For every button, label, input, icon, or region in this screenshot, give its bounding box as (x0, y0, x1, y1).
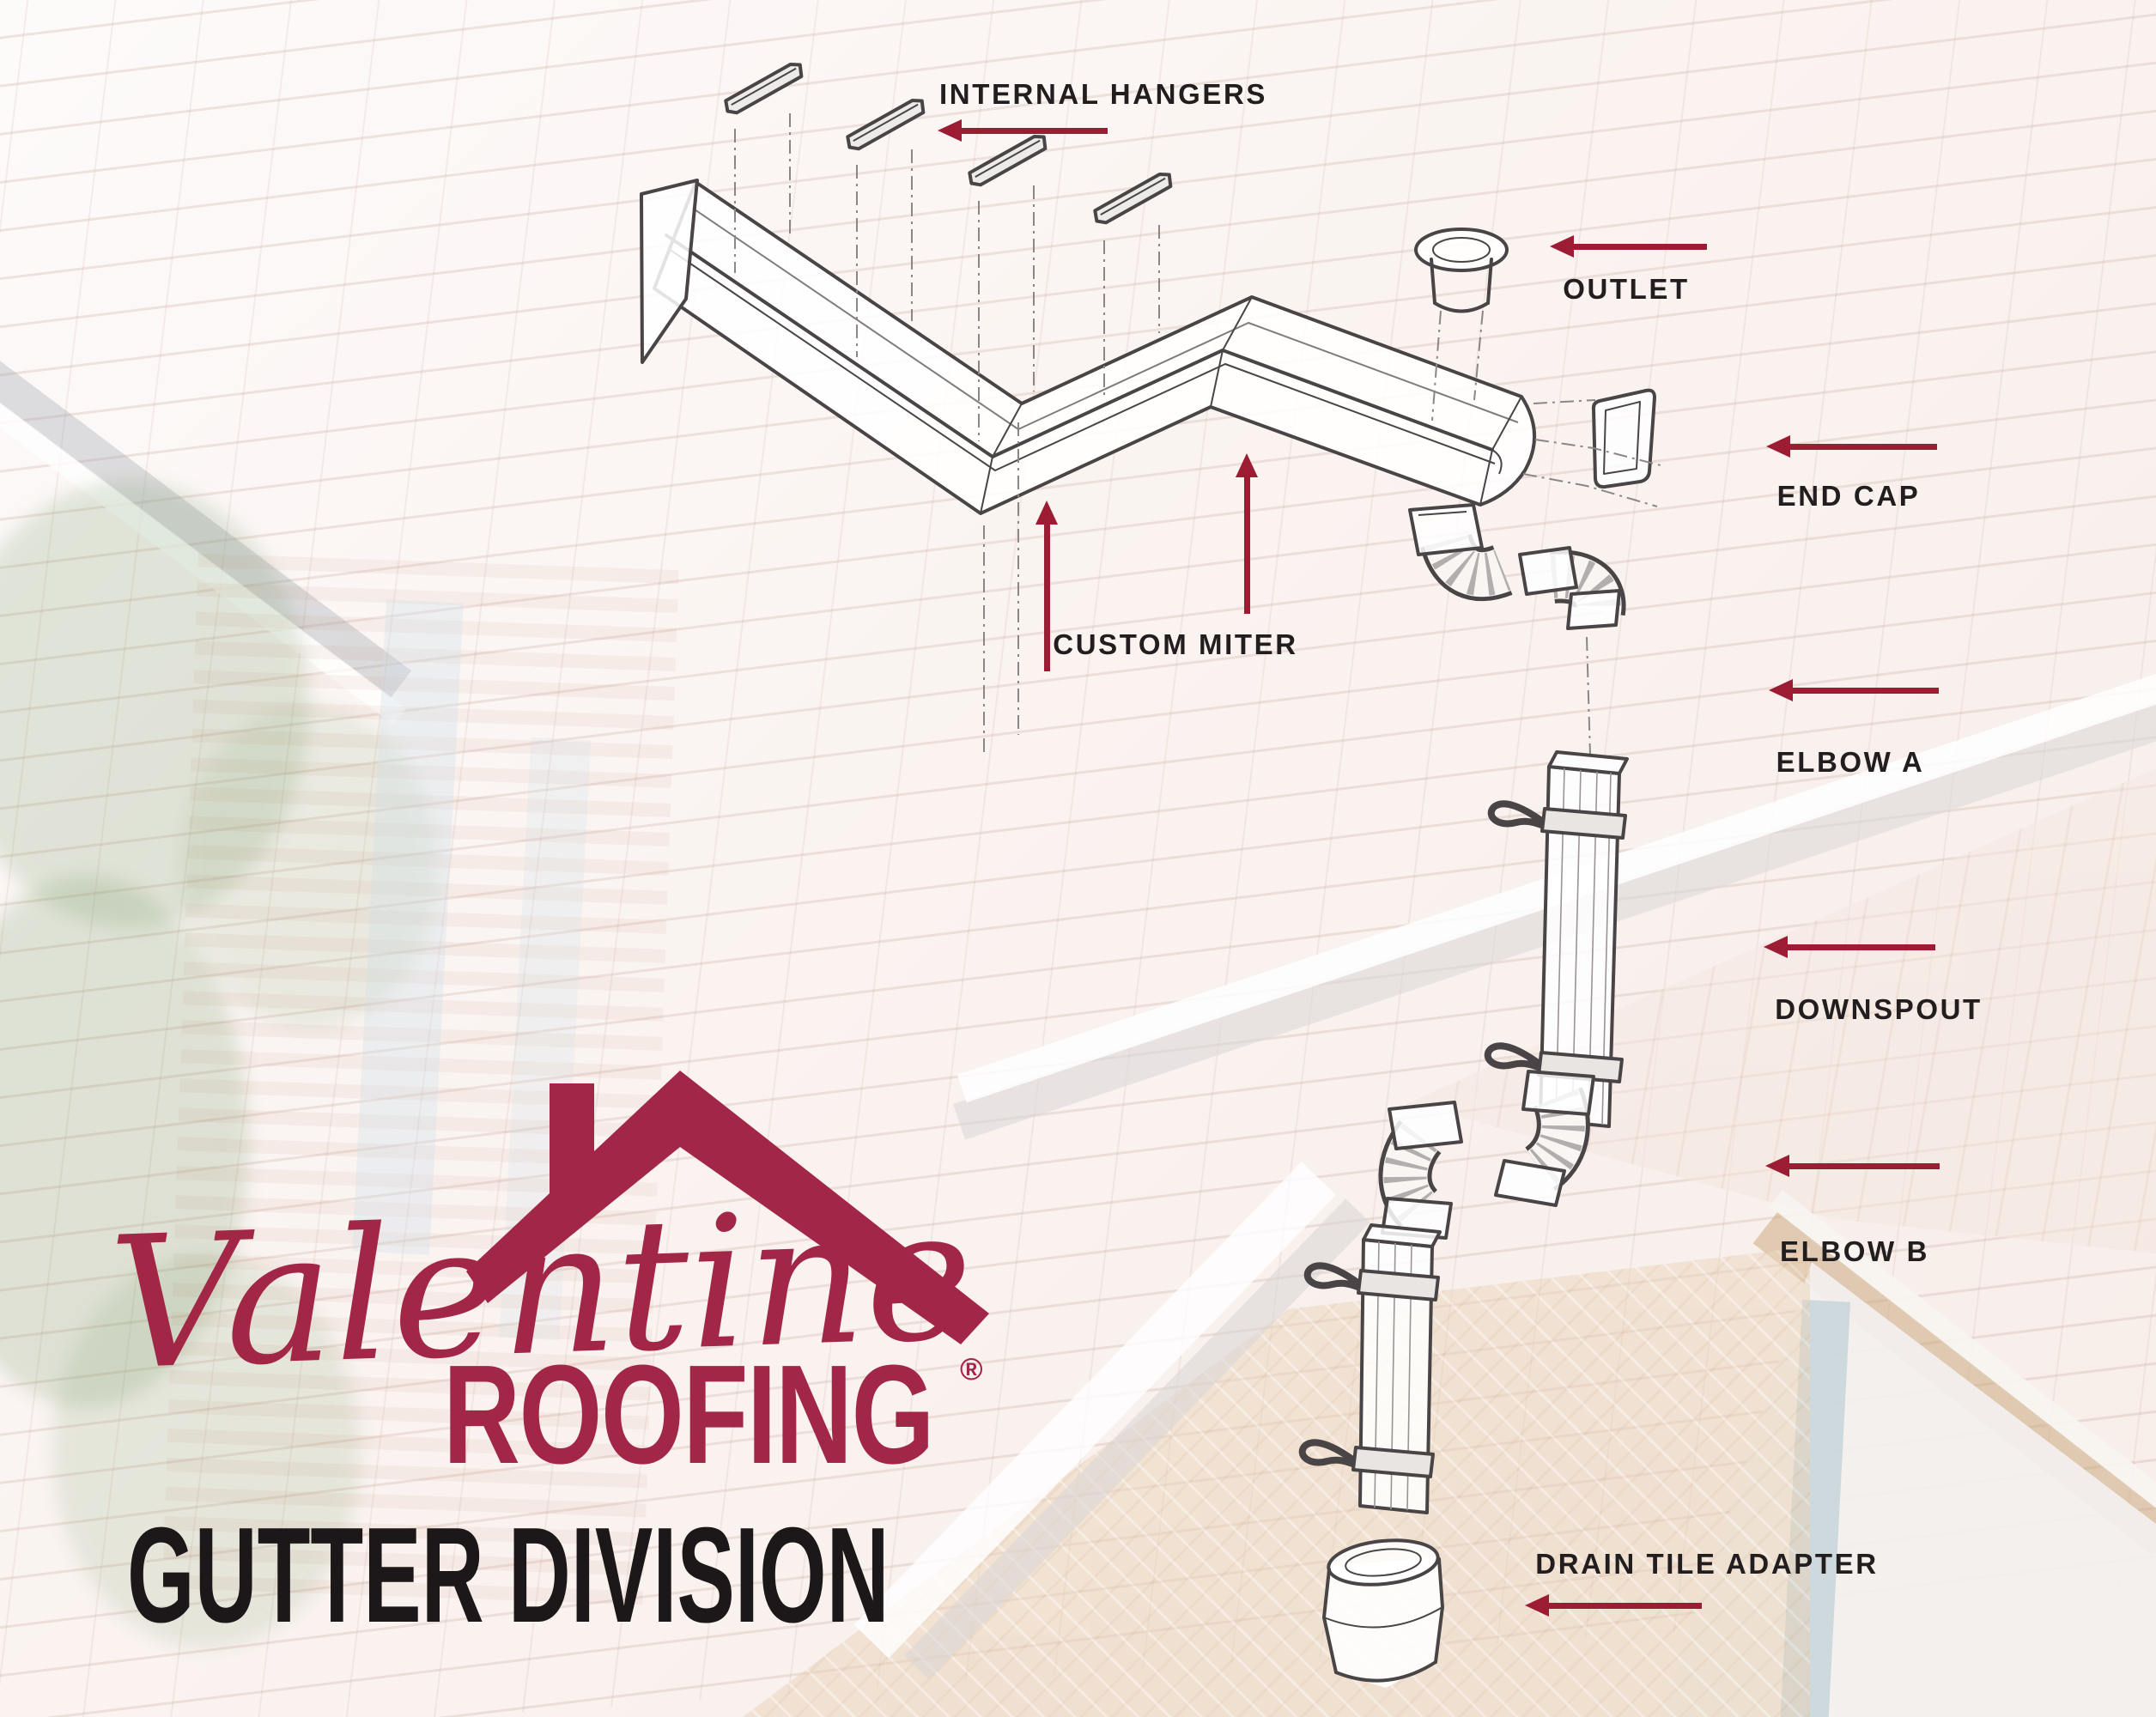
custom-miter-arrow-right-icon (1236, 453, 1258, 614)
end-cap-drawing (1522, 388, 1661, 507)
brand-wordmark: ROOFING (443, 1336, 935, 1493)
end-cap-arrow-icon (1766, 435, 1937, 458)
label-downspout: DOWNSPOUT (1775, 993, 1983, 1025)
outlet-arrow-icon (1550, 235, 1707, 258)
second-downspout-drawing (1298, 1223, 1442, 1514)
elbow-b-drawing (1378, 1070, 1595, 1240)
gutter-run-drawing (640, 179, 1536, 755)
label-drain-tile-adapter: DRAIN TILE ADAPTER (1535, 1548, 1879, 1580)
elbow-a-arrow-icon (1769, 679, 1939, 701)
registered-trademark-symbol: ® (960, 1351, 983, 1386)
elbow-a-drawing (1408, 503, 1626, 756)
drain-tile-adapter-arrow-icon (1525, 1594, 1702, 1617)
drain-tile-adapter-drawing (1322, 1538, 1444, 1688)
downspout-arrow-icon (1764, 936, 1935, 958)
label-end-cap: END CAP (1776, 480, 1921, 512)
internal-hangers-drawing (724, 63, 1173, 441)
custom-miter-arrow-left-icon (1035, 501, 1058, 671)
label-custom-miter: CUSTOM MITER (1053, 628, 1298, 660)
label-elbow-a: ELBOW A (1776, 746, 1925, 778)
division-title: GUTTER DIVISION (127, 1500, 890, 1651)
label-internal-hangers: INTERNAL HANGERS (938, 78, 1268, 110)
elbow-b-arrow-icon (1765, 1155, 1940, 1177)
label-outlet: OUTLET (1563, 273, 1690, 305)
internal-hangers-arrow-icon (938, 119, 1108, 142)
outlet-drawing (1414, 228, 1509, 422)
label-elbow-b: ELBOW B (1779, 1235, 1930, 1267)
